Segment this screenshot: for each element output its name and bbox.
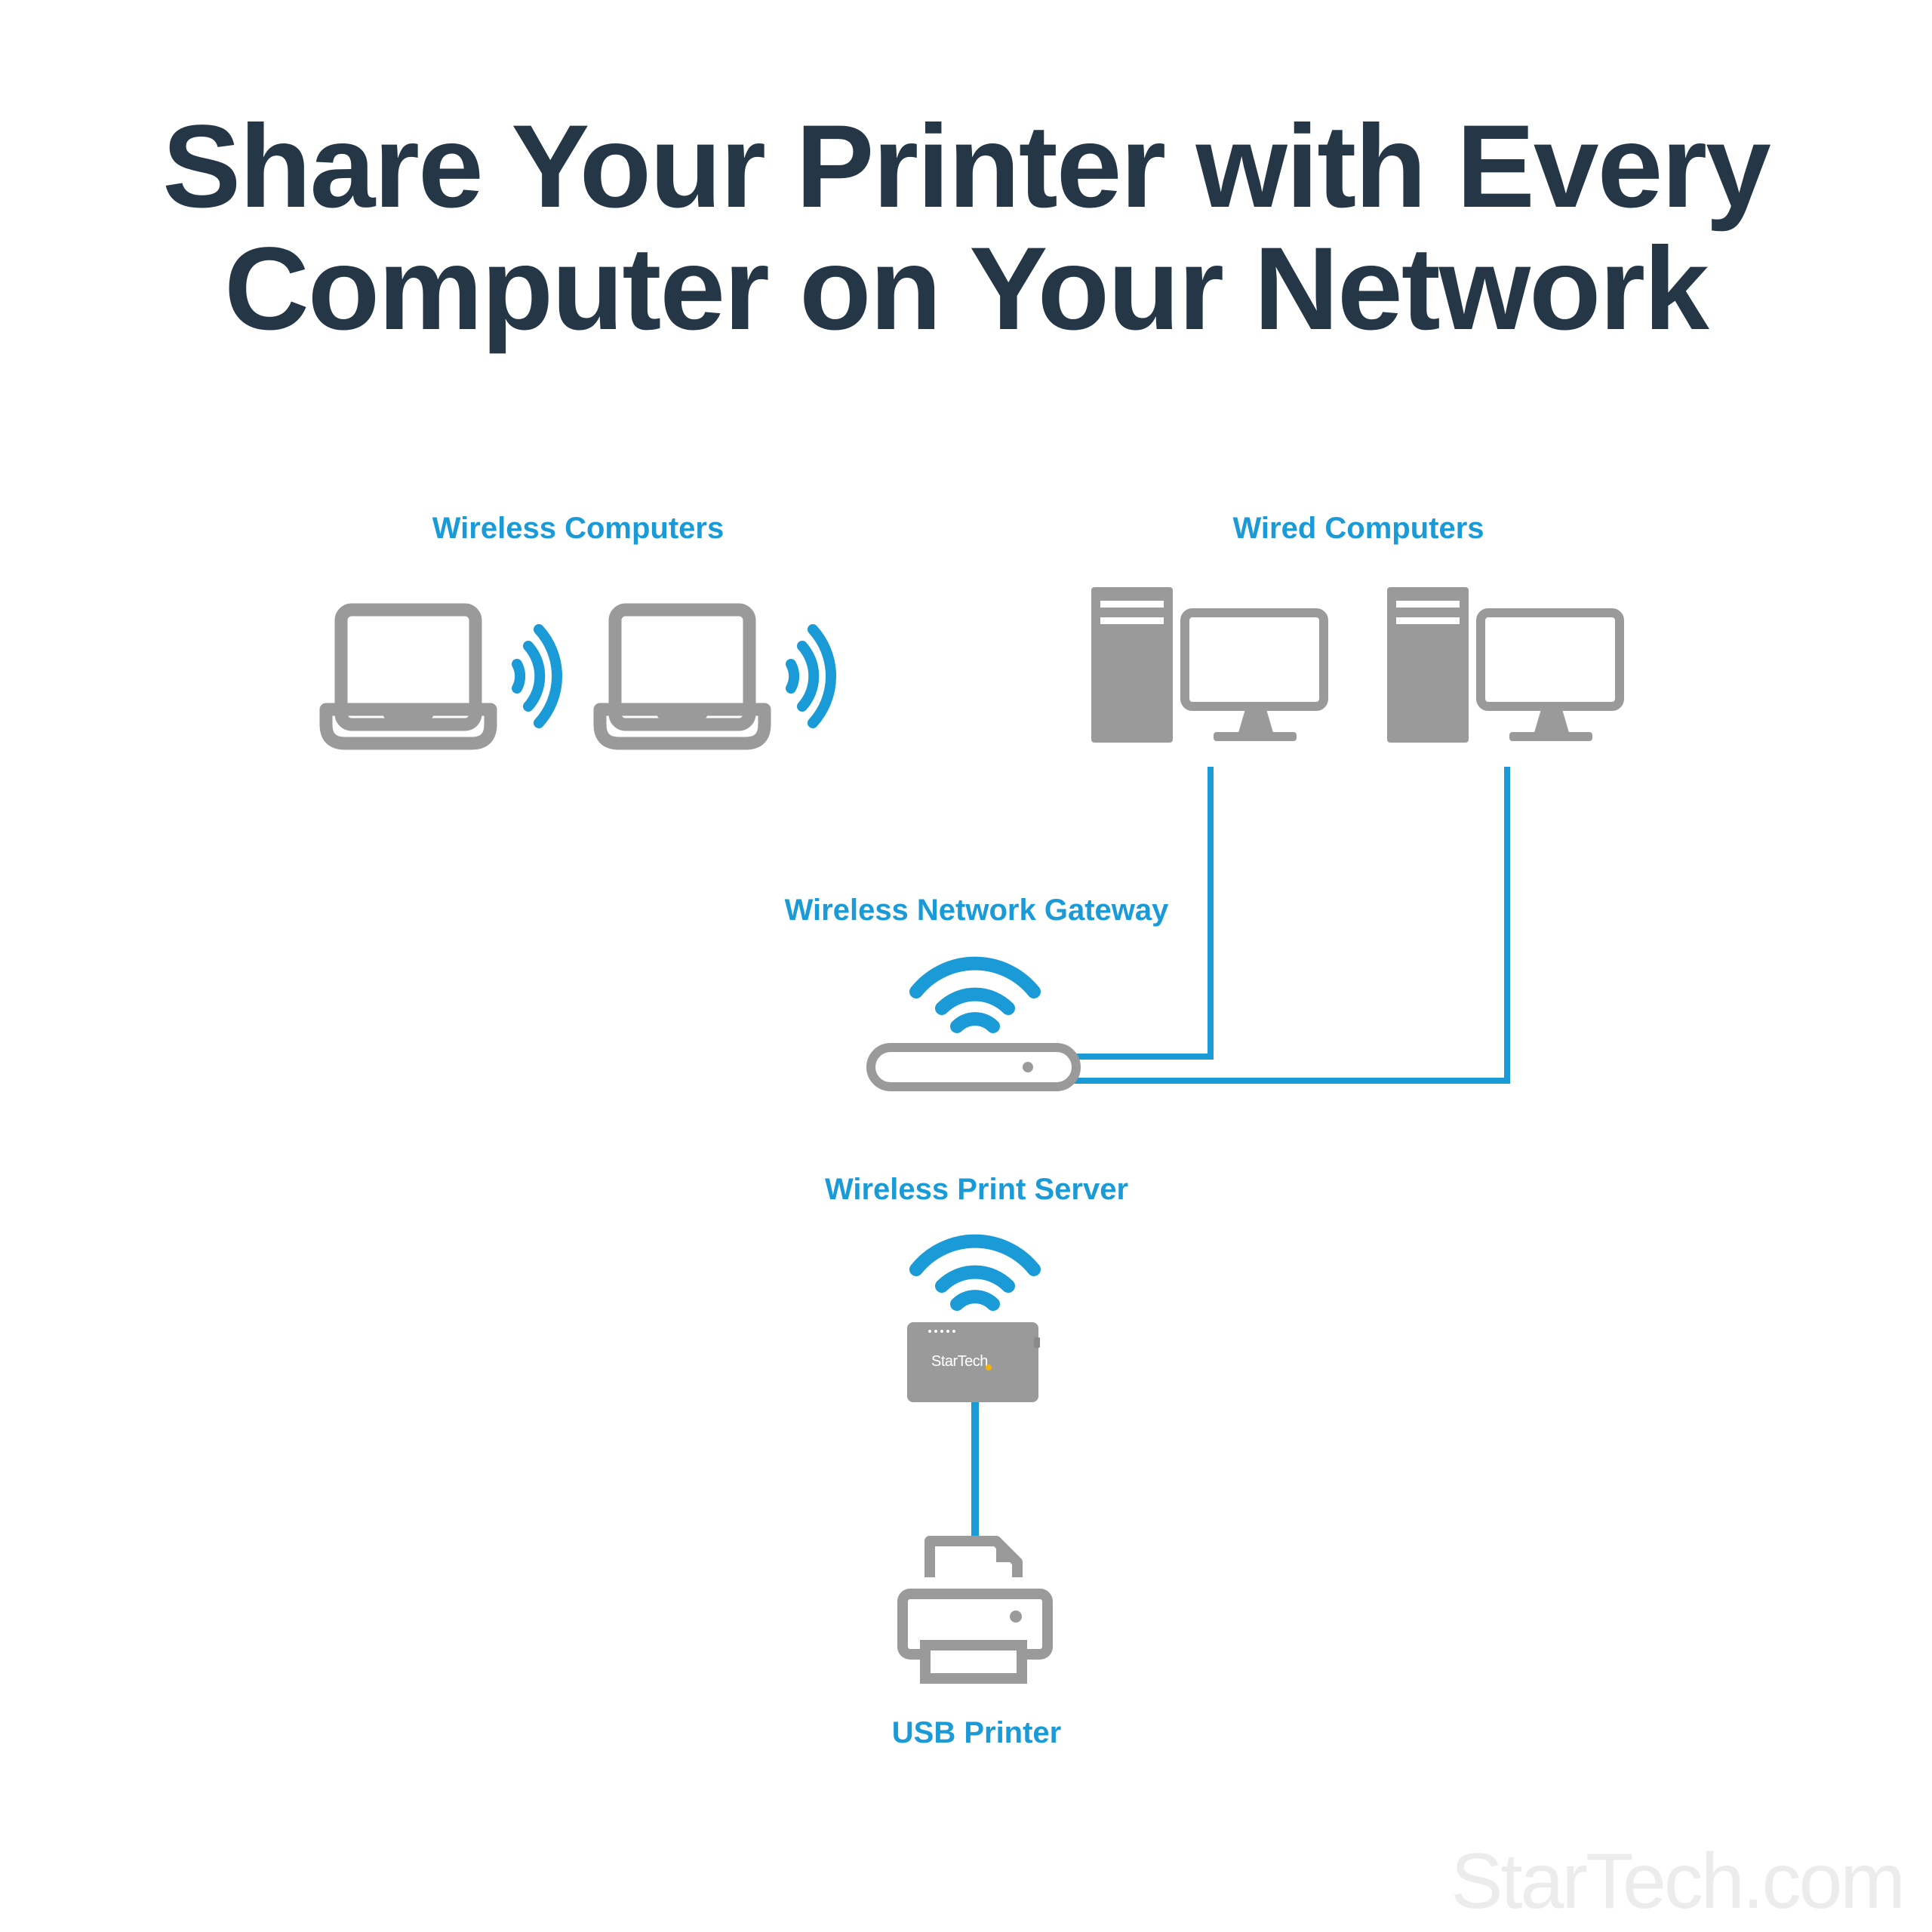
monitor-icon [1180,608,1328,741]
printer-icon [897,1536,1053,1684]
title-line-2: Computer on Your Network [224,223,1709,355]
page-title: Share Your Printer with Every Computer o… [0,106,1932,350]
title-line-1: Share Your Printer with Every [162,101,1771,232]
wifi-icon [909,1234,1041,1311]
router-icon [866,1043,1081,1091]
label-print-server: Wireless Print Server [824,1173,1129,1206]
laptop-icon [593,603,771,750]
wifi-signal-icon [512,624,563,728]
print-server-icon: StarTech [907,1322,1040,1402]
desktop-tower-icon [1387,587,1469,743]
monitor-icon [1476,608,1624,741]
desktop-tower-icon [1091,587,1173,743]
ethernet-cable-2 [1072,767,1510,1084]
label-gateway: Wireless Network Gateway [784,894,1169,927]
wifi-icon [909,956,1041,1033]
label-wireless-computers: Wireless Computers [432,512,724,545]
device-brand-label: StarTech [931,1353,988,1370]
ethernet-cable-1 [1072,767,1214,1060]
label-usb-printer: USB Printer [891,1716,1062,1749]
wifi-signal-icon [786,624,837,728]
laptop-icon [319,603,497,750]
status-led [986,1364,992,1371]
ethernet-cables [1072,767,1510,1084]
label-wired-computers: Wired Computers [1232,512,1484,545]
watermark-logo: StarTech.com [1451,1838,1906,1925]
